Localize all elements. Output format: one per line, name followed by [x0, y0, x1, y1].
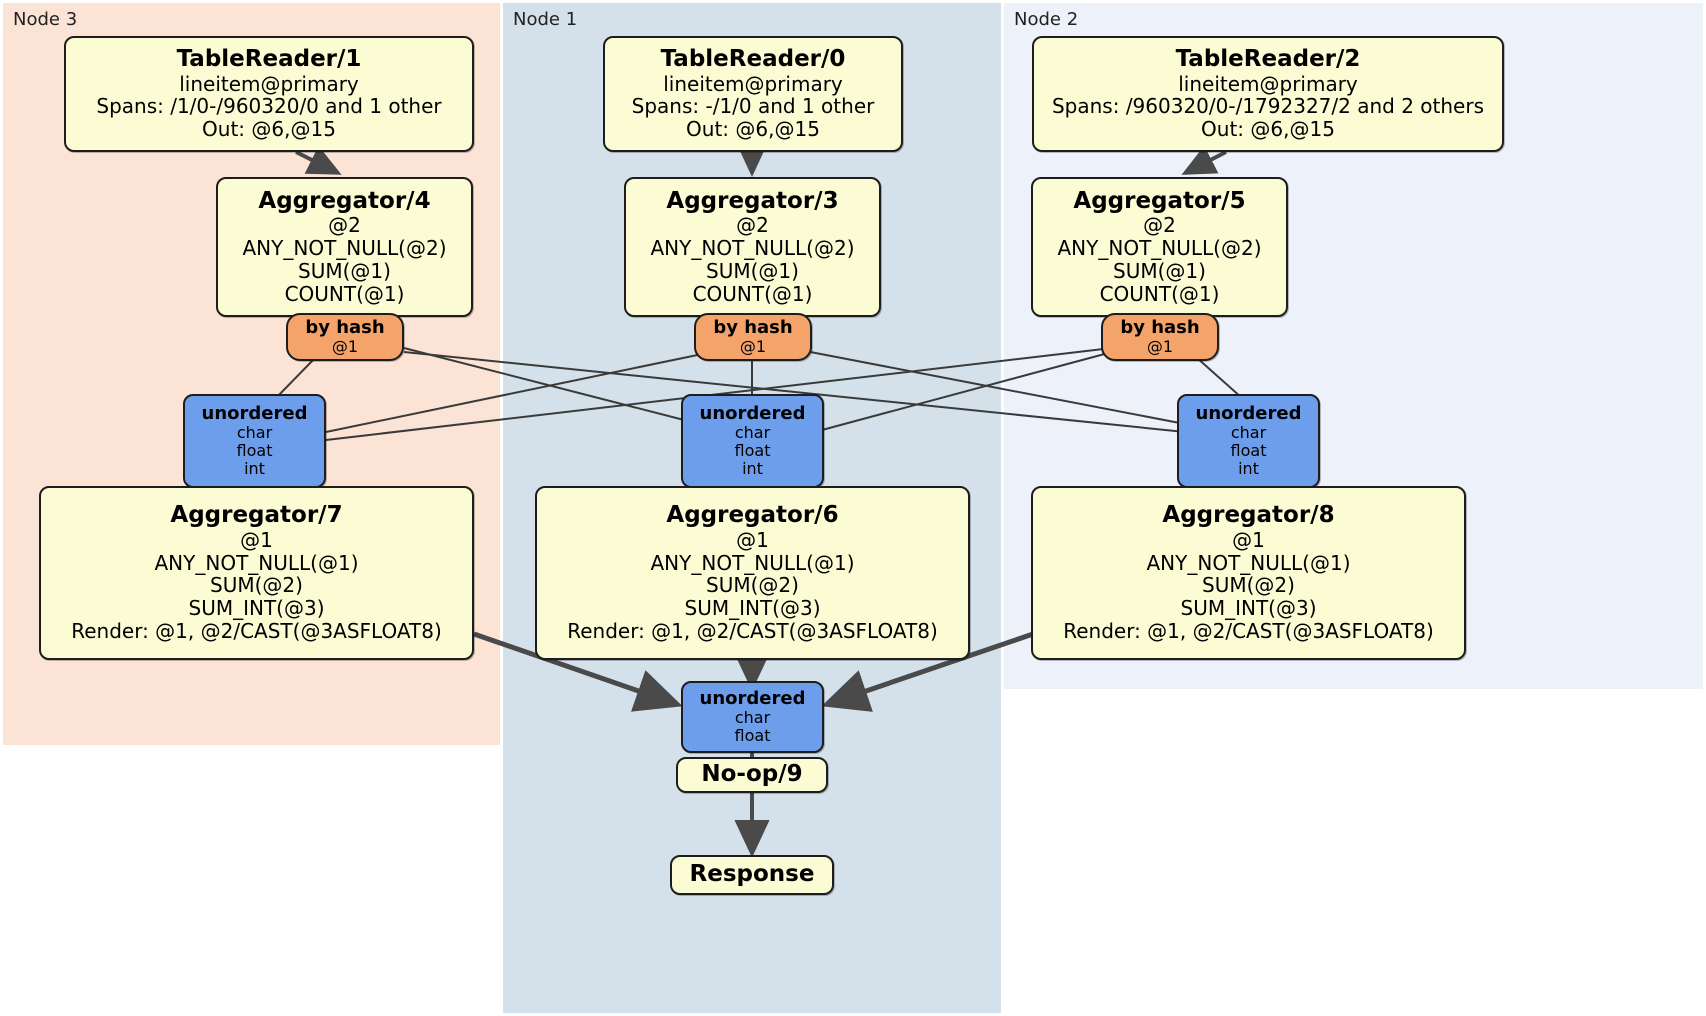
node-line: COUNT(@1) — [692, 281, 813, 306]
panel-node-3-label: Node 3 — [13, 9, 78, 30]
node-line: char — [734, 422, 771, 442]
node-line: ANY_NOT_NULL(@1) — [650, 550, 855, 575]
node-line: Out: @6,@15 — [202, 117, 336, 142]
node-line: @2 — [328, 213, 361, 238]
node-title: Aggregator/8 — [1162, 502, 1335, 529]
panel-node-2-label: Node 2 — [1014, 9, 1079, 30]
node-aggregator-4[interactable]: Aggregator/4 @2 ANY_NOT_NULL(@2) SUM(@1)… — [216, 177, 473, 317]
node-synchronizer-unordered-final[interactable]: unordered char float — [681, 681, 824, 753]
node-line: char — [734, 707, 771, 727]
node-line: SUM(@2) — [210, 573, 303, 598]
node-aggregator-5[interactable]: Aggregator/5 @2 ANY_NOT_NULL(@2) SUM(@1)… — [1031, 177, 1288, 317]
node-title: TableReader/2 — [1175, 45, 1361, 72]
node-line: SUM(@2) — [1202, 573, 1295, 598]
node-line: @1 — [739, 336, 767, 356]
node-line: @2 — [736, 213, 769, 238]
node-line: Out: @6,@15 — [686, 117, 820, 142]
node-aggregator-8[interactable]: Aggregator/8 @1 ANY_NOT_NULL(@1) SUM(@2)… — [1031, 486, 1466, 660]
node-tablereader-1[interactable]: TableReader/1 lineitem@primary Spans: /1… — [64, 36, 474, 152]
node-title: Aggregator/5 — [1073, 187, 1246, 214]
node-line: SUM_INT(@3) — [1180, 596, 1317, 621]
node-title: No-op/9 — [701, 761, 803, 788]
node-line: SUM(@2) — [706, 573, 799, 598]
node-aggregator-6[interactable]: Aggregator/6 @1 ANY_NOT_NULL(@1) SUM(@2)… — [535, 486, 970, 660]
node-line: ANY_NOT_NULL(@1) — [1146, 550, 1351, 575]
node-line: Render: @1, @2/CAST(@3ASFLOAT8) — [1063, 619, 1434, 644]
node-line: Out: @6,@15 — [1201, 117, 1335, 142]
node-line: Render: @1, @2/CAST(@3ASFLOAT8) — [71, 619, 442, 644]
node-title: by hash — [713, 316, 793, 338]
node-title: Aggregator/4 — [258, 187, 431, 214]
node-title: Aggregator/3 — [666, 187, 839, 214]
node-router-by-hash-center[interactable]: by hash @1 — [694, 313, 812, 361]
node-synchronizer-unordered-right[interactable]: unordered char float int — [1177, 394, 1320, 488]
node-line: @1 — [331, 336, 359, 356]
node-aggregator-3[interactable]: Aggregator/3 @2 ANY_NOT_NULL(@2) SUM(@1)… — [624, 177, 881, 317]
node-line: @1 — [1146, 336, 1174, 356]
node-line: char — [236, 422, 273, 442]
node-line: float — [236, 440, 273, 460]
node-line: int — [244, 459, 265, 479]
node-title: Aggregator/7 — [170, 502, 343, 529]
node-synchronizer-unordered-left[interactable]: unordered char float int — [183, 394, 326, 488]
node-line: int — [742, 459, 763, 479]
node-line: lineitem@primary — [1178, 71, 1358, 96]
node-line: COUNT(@1) — [1099, 281, 1220, 306]
node-line: ANY_NOT_NULL(@2) — [242, 236, 447, 261]
node-line: @1 — [240, 527, 273, 552]
node-router-by-hash-right[interactable]: by hash @1 — [1101, 313, 1219, 361]
node-synchronizer-unordered-center[interactable]: unordered char float int — [681, 394, 824, 488]
node-line: Spans: /1/0-/960320/0 and 1 other — [96, 94, 442, 119]
node-line: SUM(@1) — [706, 258, 799, 283]
node-title: unordered — [699, 687, 806, 709]
node-line: int — [1238, 459, 1259, 479]
node-line: float — [1230, 440, 1267, 460]
node-line: SUM_INT(@3) — [684, 596, 821, 621]
node-title: unordered — [1195, 402, 1302, 424]
node-line: ANY_NOT_NULL(@2) — [650, 236, 855, 261]
node-line: Spans: -/1/0 and 1 other — [631, 94, 875, 119]
node-title: Aggregator/6 — [666, 502, 839, 529]
node-title: unordered — [201, 402, 308, 424]
node-line: @2 — [1143, 213, 1176, 238]
node-title: TableReader/1 — [176, 45, 362, 72]
node-noop-9[interactable]: No-op/9 — [676, 757, 828, 793]
node-aggregator-7[interactable]: Aggregator/7 @1 ANY_NOT_NULL(@1) SUM(@2)… — [39, 486, 474, 660]
node-tablereader-0[interactable]: TableReader/0 lineitem@primary Spans: -/… — [603, 36, 903, 152]
node-line: float — [734, 440, 771, 460]
node-line: SUM(@1) — [1113, 258, 1206, 283]
node-tablereader-2[interactable]: TableReader/2 lineitem@primary Spans: /9… — [1032, 36, 1504, 152]
node-line: ANY_NOT_NULL(@1) — [154, 550, 359, 575]
node-router-by-hash-left[interactable]: by hash @1 — [286, 313, 404, 361]
node-line: Render: @1, @2/CAST(@3ASFLOAT8) — [567, 619, 938, 644]
node-line: lineitem@primary — [179, 71, 359, 96]
node-response[interactable]: Response — [670, 855, 834, 895]
node-line: SUM_INT(@3) — [188, 596, 325, 621]
node-line: @1 — [1232, 527, 1265, 552]
node-title: by hash — [305, 316, 385, 338]
node-line: Spans: /960320/0-/1792327/2 and 2 others — [1051, 94, 1484, 119]
node-line: COUNT(@1) — [284, 281, 405, 306]
node-title: unordered — [699, 402, 806, 424]
node-line: ANY_NOT_NULL(@2) — [1057, 236, 1262, 261]
node-line: char — [1230, 422, 1267, 442]
node-title: by hash — [1120, 316, 1200, 338]
panel-node-1-label: Node 1 — [513, 9, 578, 30]
node-line: @1 — [736, 527, 769, 552]
node-line: lineitem@primary — [663, 71, 843, 96]
node-line: float — [734, 726, 771, 746]
node-title: TableReader/0 — [660, 45, 846, 72]
node-line: SUM(@1) — [298, 258, 391, 283]
node-title: Response — [689, 861, 815, 888]
